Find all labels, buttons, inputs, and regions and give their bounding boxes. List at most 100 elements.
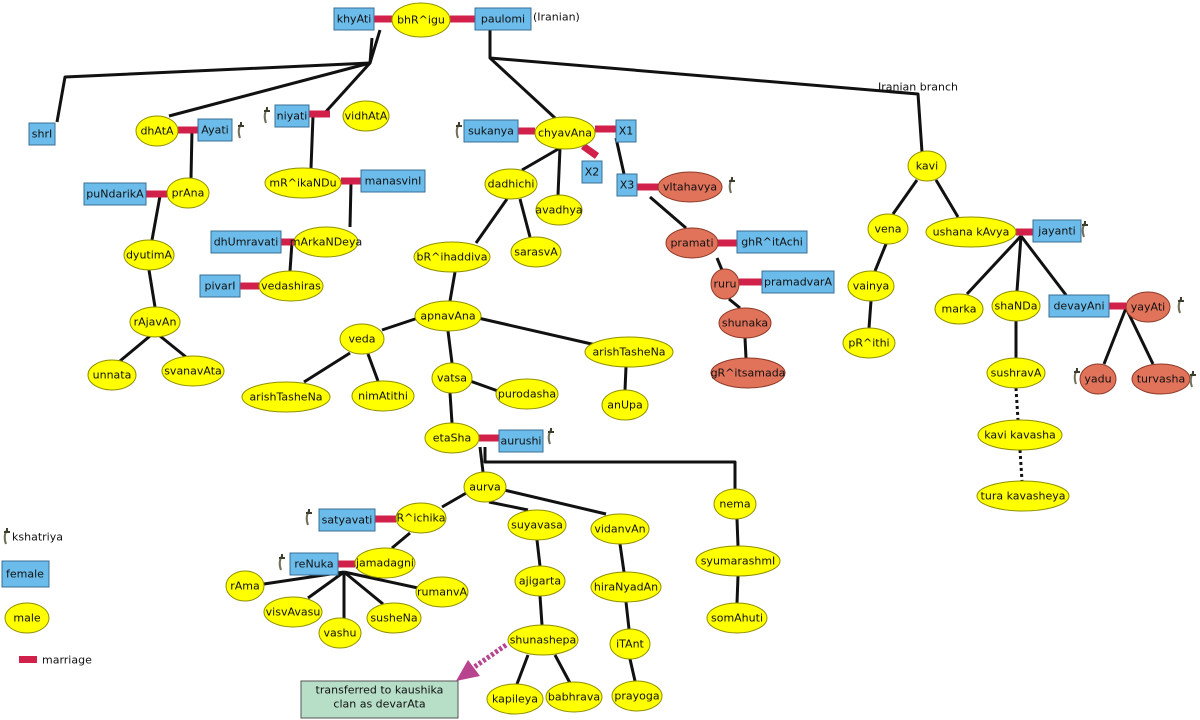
person-richika[interactable]: R^ichika [395, 502, 447, 534]
female-box [289, 552, 339, 576]
person-name: ushana kAvya [933, 226, 1010, 239]
person-anUpa[interactable]: anUpa [601, 389, 649, 421]
person-tura_kavasheya[interactable]: tura kavasheya [976, 480, 1070, 512]
person-gritsamada[interactable]: gR^itsamada [710, 357, 786, 389]
person-dhUmravati[interactable]: dhUmravati [210, 230, 282, 254]
person-pundarikA[interactable]: puNdarikA [83, 182, 147, 206]
person-rumanvA[interactable]: rumanvA [415, 576, 469, 608]
person-babhrava[interactable]: babhrava [545, 681, 603, 713]
person-veda[interactable]: veda [339, 323, 385, 355]
person-ruru[interactable]: ruru [710, 268, 740, 300]
person-etaSha[interactable]: etaSha [424, 422, 480, 454]
kshatriya-male-ellipse [665, 227, 719, 259]
person-vena[interactable]: vena [867, 213, 909, 245]
person-svanavAta[interactable]: svanavAta [161, 355, 225, 387]
person-chyavAna[interactable]: chyavAna [534, 116, 596, 150]
person-kavi[interactable]: kavi [907, 150, 947, 182]
person-pramadvarA[interactable]: pramadvarA [761, 270, 835, 294]
male-ellipse [135, 115, 179, 147]
person-shaNDa[interactable]: shaNDa [991, 290, 1041, 322]
person-shunaka[interactable]: shunaka [718, 307, 772, 339]
person-visvAvasu[interactable]: visvAvasu [263, 596, 323, 628]
person-manasvinI[interactable]: manasvinI [360, 169, 426, 193]
person-susheNa[interactable]: susheNa [366, 602, 422, 634]
person-rAjavAn[interactable]: rAjavAn [129, 306, 181, 338]
line-kavi-vena [891, 179, 919, 215]
person-shrI[interactable]: shrI [28, 122, 56, 146]
person-satyavati[interactable]: satyavati [318, 508, 376, 532]
person-ghritAchi[interactable]: ghR^itAchi [736, 230, 808, 254]
person-reNuka[interactable]: reNuka [289, 552, 339, 576]
person-jamadagni[interactable]: jamadagni [354, 547, 416, 579]
person-brihaddiva[interactable]: bR^ihaddiva [413, 241, 491, 273]
person-vItahavya[interactable]: vItahavya [657, 171, 723, 203]
person-mrikandu[interactable]: mR^ikaNDu [264, 167, 342, 199]
line-syumarashmI-somAhuti [735, 575, 740, 604]
person-somAhuti[interactable]: somAhuti [706, 602, 768, 634]
person-kavi_kavasha[interactable]: kavi kavasha [977, 419, 1063, 451]
person-dhAtA[interactable]: dhAtA [135, 115, 179, 147]
person-avadhya[interactable]: avadhya [535, 194, 583, 226]
person-vidhAtA[interactable]: vidhAtA [342, 100, 390, 132]
person-syumarashmI[interactable]: syumarashmI [695, 545, 781, 577]
person-shunashepa[interactable]: shunashepa [507, 624, 579, 656]
person-aurva[interactable]: aurva [463, 471, 507, 503]
person-arishTasheNa2[interactable]: arishTasheNa [584, 336, 674, 368]
person-khyAti[interactable]: khyAti [333, 7, 375, 31]
person-bhrigu[interactable]: bhR^igu [391, 2, 451, 38]
person-nema[interactable]: nema [713, 488, 757, 520]
person-paulomi[interactable]: paulomi [474, 7, 532, 31]
person-name: syumarashmI [701, 555, 776, 568]
person-pramati[interactable]: pramati [665, 227, 719, 259]
person-yayAti[interactable]: yayAti [1125, 291, 1171, 323]
person-suyavasa[interactable]: suyavasa [507, 509, 567, 541]
person-arishTasheNa1[interactable]: arishTasheNa [241, 381, 331, 413]
person-prithi[interactable]: pR^ithi [842, 327, 896, 359]
person-turvasha[interactable]: turvasha [1131, 363, 1191, 395]
person-name: nimAtithi [358, 390, 408, 403]
person-vidanvAn[interactable]: vidanvAn [590, 513, 650, 545]
person-marka[interactable]: marka [934, 293, 984, 325]
male-ellipse [486, 683, 544, 715]
person-rAma[interactable]: rAma [225, 570, 265, 602]
person-sukanya[interactable]: sukanya [463, 119, 519, 143]
person-iTAnt[interactable]: iTAnt [609, 628, 651, 660]
person-X3[interactable]: X3 [616, 173, 638, 197]
person-yadu[interactable]: yadu [1079, 363, 1117, 395]
person-jayanti[interactable]: jayanti [1032, 219, 1082, 243]
person-ajigarta[interactable]: ajigarta [514, 565, 566, 597]
person-apnavAna[interactable]: apnavAna [414, 300, 482, 332]
person-sarasvA[interactable]: sarasvA [510, 236, 562, 268]
person-kapileya[interactable]: kapileya [486, 683, 544, 715]
person-pivarI[interactable]: pivarI [199, 274, 241, 298]
person-devayAni[interactable]: devayAni [1048, 294, 1110, 318]
person-aurushi[interactable]: aurushi [498, 429, 544, 453]
person-ushana[interactable]: ushana kAvya [925, 216, 1017, 248]
person-X2[interactable]: X2 [581, 160, 603, 184]
person-dadhichi[interactable]: dadhichi [484, 168, 538, 200]
person-nimAtithi[interactable]: nimAtithi [351, 380, 415, 412]
person-name: bR^ihaddiva [417, 251, 488, 264]
person-name: sarasvA [514, 246, 558, 259]
person-name: arishTasheNa [249, 391, 322, 404]
person-hiraNyadAn[interactable]: hiraNyadAn [590, 571, 662, 603]
person-purodasha[interactable]: purodasha [495, 378, 559, 410]
person-Ayati[interactable]: Ayati [197, 118, 233, 142]
person-dyutimA[interactable]: dyutimA [123, 239, 175, 271]
person-vedashiras[interactable]: vedashiras [258, 270, 324, 302]
person-X1[interactable]: X1 [615, 119, 637, 143]
person-prAna[interactable]: prAna [166, 177, 210, 209]
person-vashu[interactable]: vashu [318, 617, 362, 649]
person-unnata[interactable]: unnata [87, 359, 137, 391]
person-niyati[interactable]: niyati [274, 104, 310, 128]
person-mArkaNDeya[interactable]: mArkaNDeya [290, 226, 362, 258]
person-vainya[interactable]: vainya [847, 270, 895, 302]
person-vatsa[interactable]: vatsa [431, 362, 473, 394]
person-name: unnata [93, 369, 132, 382]
marriage-chyavAna-X2 [580, 143, 600, 159]
kshatriya-dagger-icon [547, 428, 554, 445]
person-sushravA[interactable]: sushravA [986, 357, 1046, 389]
person-prayoga[interactable]: prayoga [611, 680, 663, 712]
male-ellipse [395, 502, 447, 534]
